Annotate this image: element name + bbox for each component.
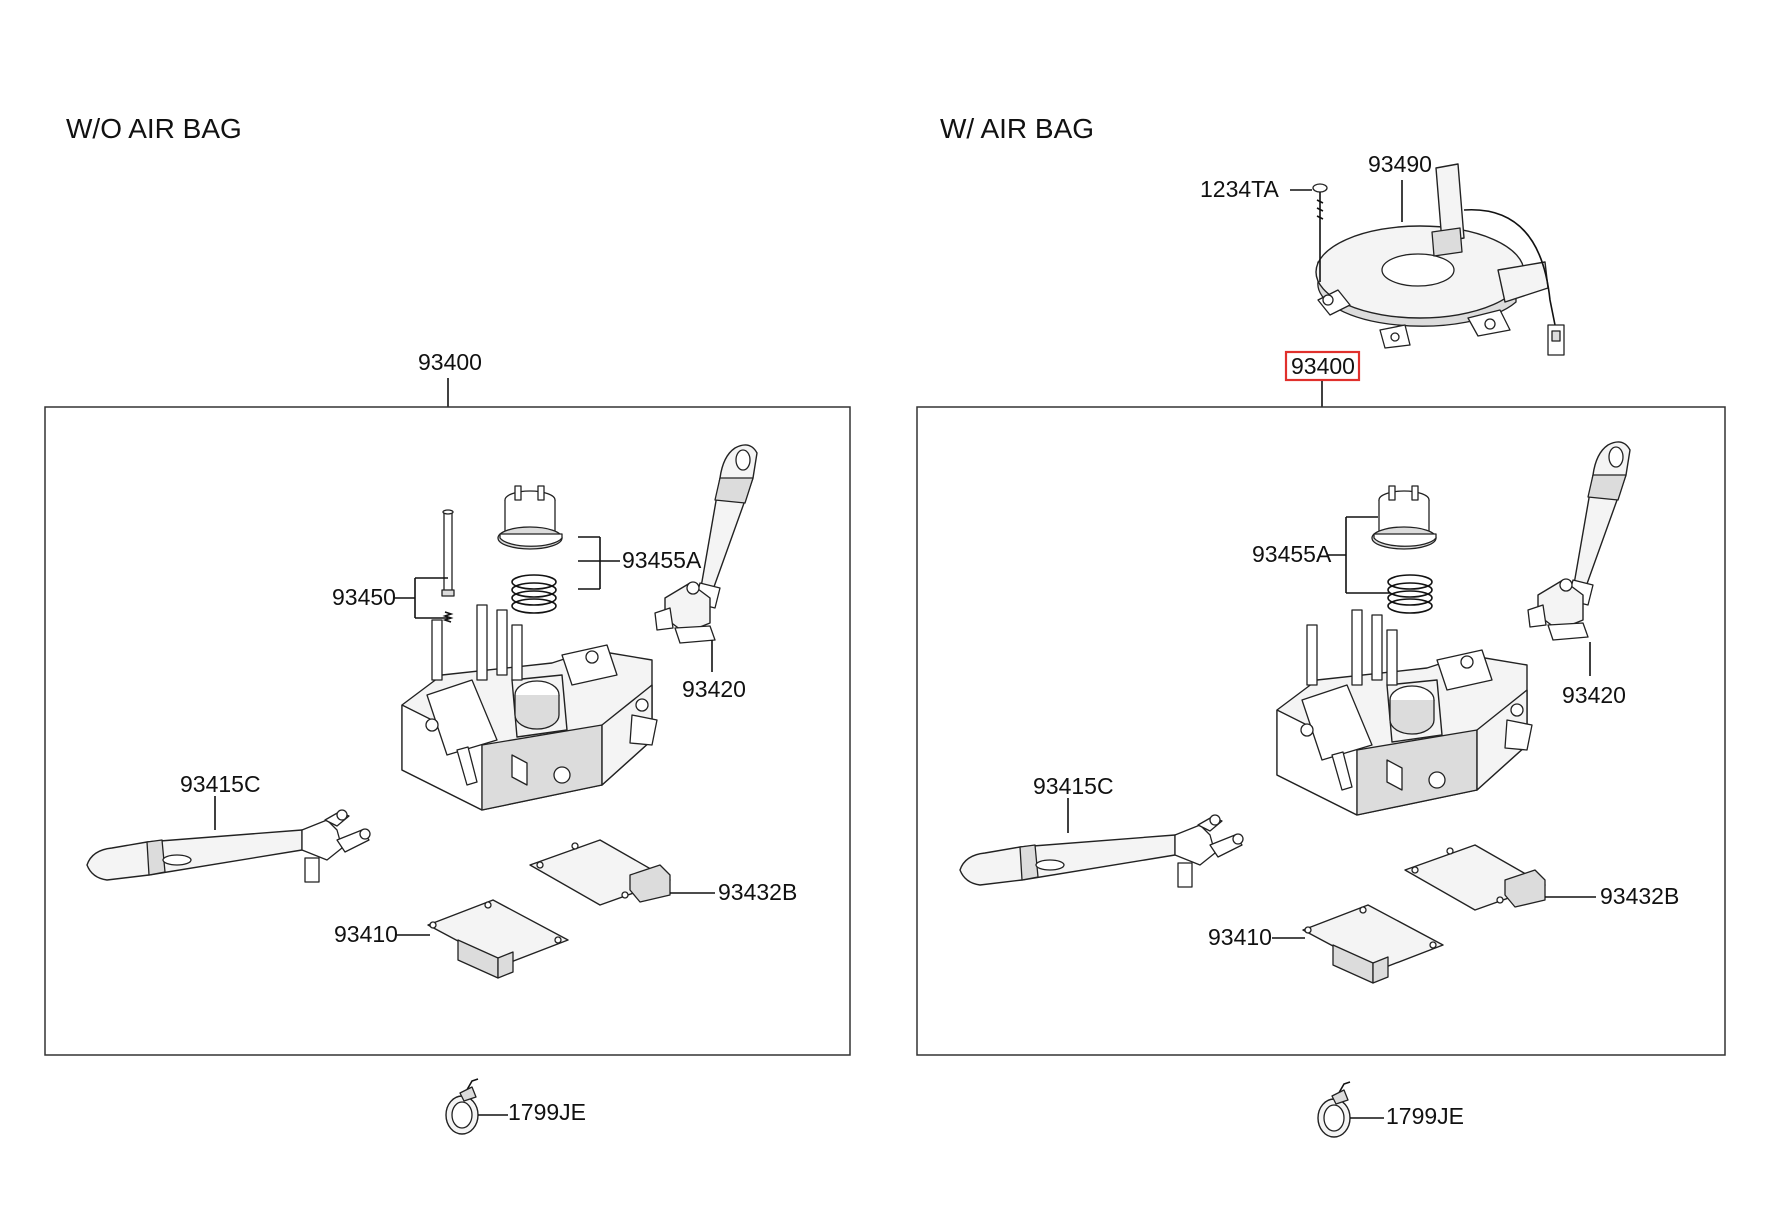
left-label-93432B: 93432B <box>718 879 797 905</box>
right-lever-up <box>1527 441 1631 641</box>
right-label-93432B: 93432B <box>1600 883 1679 909</box>
left-label-93410: 93410 <box>334 921 398 947</box>
left-assembly-label: 93400 <box>418 349 482 375</box>
left-label-1799JE: 1799JE <box>508 1099 586 1125</box>
right-plate-93432B <box>1404 844 1546 911</box>
right-lever-left <box>959 814 1244 888</box>
right-label-93415C: 93415C <box>1033 773 1114 799</box>
right-clock-spring <box>1315 163 1565 356</box>
left-label-93455A: 93455A <box>622 547 702 573</box>
left-clamp-icon <box>445 1078 479 1135</box>
right-label-93420: 93420 <box>1562 682 1626 708</box>
left-plate-93432B <box>529 839 671 906</box>
left-label-93420: 93420 <box>682 676 746 702</box>
right-label-1799JE: 1799JE <box>1386 1103 1464 1129</box>
right-assembly-frame <box>916 406 1726 1056</box>
right-spring <box>1387 574 1433 614</box>
left-panel-title: W/O AIR BAG <box>66 113 242 144</box>
right-plate-93410 <box>1302 904 1444 984</box>
right-cup <box>1371 485 1437 550</box>
left-lever-up <box>654 444 758 644</box>
left-switch-body <box>401 604 658 811</box>
left-cup <box>497 485 563 550</box>
right-label-93410: 93410 <box>1208 924 1272 950</box>
right-assembly-label[interactable]: 93400 <box>1291 353 1355 379</box>
right-assembly-highlight <box>1284 350 1361 382</box>
left-pin <box>441 509 455 623</box>
left-plate-93410 <box>427 899 569 979</box>
left-lever-left <box>86 809 371 883</box>
left-label-93450: 93450 <box>332 584 396 610</box>
right-screw-icon <box>1312 183 1328 282</box>
right-clamp-icon <box>1317 1081 1351 1138</box>
left-label-93415C: 93415C <box>180 771 261 797</box>
left-spring <box>511 574 557 614</box>
right-label-1234TA: 1234TA <box>1200 176 1280 202</box>
right-panel-title: W/ AIR BAG <box>940 113 1094 144</box>
right-label-93490: 93490 <box>1368 151 1432 177</box>
left-assembly-frame <box>44 406 851 1056</box>
right-label-93455A: 93455A <box>1252 541 1332 567</box>
right-switch-body <box>1276 609 1533 816</box>
